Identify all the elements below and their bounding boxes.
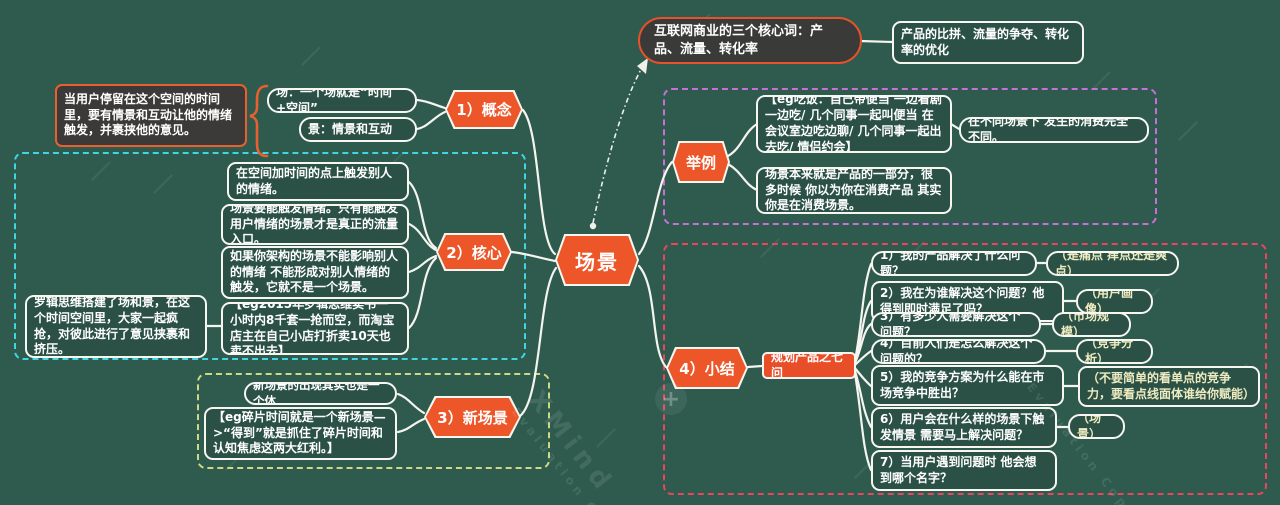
core-note[interactable]: 罗辑思维搭建了场和景，在这个时间空间里，大家一起疯抢，对彼此进行了意见挟裹和挤压…: [25, 295, 207, 358]
concept-brace: [249, 84, 269, 158]
relationship-arrow[interactable]: [589, 58, 648, 230]
concept-item-chang-label: 场：一个场就是“时间+空间”: [276, 88, 392, 113]
core-note-label: 罗辑思维搭建了场和景，在这个时间空间里，大家一起疯抢，对彼此进行了意见挟裹和挤压…: [34, 295, 191, 357]
summary-a3[interactable]: （市场规模）: [1052, 312, 1131, 337]
branch-newscene-fill: [426, 398, 519, 436]
branch-summary-label: 4）小结: [679, 359, 735, 378]
summary-q5[interactable]: 5）我的竞争方案为什么能在市场竞争中胜出？: [871, 365, 1064, 406]
summary-q7-label: 7）当用户遇到问题时 他会想到哪个名字？: [880, 454, 1037, 485]
summary-a2[interactable]: （用户画像）: [1076, 289, 1153, 314]
central-topic-label: 场景: [575, 249, 619, 274]
summary-q4-label: 4）目前人们是怎么解决这个问题的？: [880, 339, 1033, 364]
central-topic[interactable]: 场景: [555, 234, 639, 286]
branch-newscene[interactable]: 3）新场景: [424, 396, 521, 438]
boundary-summary[interactable]: [663, 243, 1267, 495]
summary-subtopic[interactable]: 规划产品之七问: [762, 352, 856, 379]
newscene-item-2-label: 【eg碎片时间就是一个新场景—>“得到”就是抓住了碎片时间和认知焦虑这两大红利。…: [213, 409, 386, 456]
branch-concept-fill: [447, 92, 521, 127]
summary-q1[interactable]: 1）我的产品解决了什么问题？: [871, 251, 1037, 276]
core-item-2[interactable]: 场景要能触发情绪。只有能触发用户情绪的场景才是真正的流量入口。: [221, 204, 409, 245]
branch-core[interactable]: 2）核心: [436, 233, 512, 271]
core-item-2-label: 场景要能触发情绪。只有能触发用户情绪的场景才是真正的流量入口。: [230, 204, 399, 245]
summary-q7[interactable]: 7）当用户遇到问题时 他会想到哪个名字？: [871, 450, 1057, 491]
example-item-1-label: 【eg吃饭：自己带便当 一边看剧一边吃/ 几个同事一起叫便当 在会议室边吃边聊/…: [765, 95, 942, 153]
summary-a6-label: （场景）: [1077, 414, 1102, 439]
summary-a3-label: （市场规模）: [1061, 312, 1110, 337]
core-item-3[interactable]: 如果你架构的场景不能影响别人的情绪 不能形成对别人情绪的触发，它就不是一个场景。: [221, 246, 409, 299]
concept-note[interactable]: 当用户停留在这个空间的时间里，要有情景和互动让他的情绪触发，并裹挟他的意见。: [55, 84, 247, 147]
boundary-core[interactable]: [14, 152, 526, 360]
floating-topic-keywords[interactable]: 互联网商业的三个核心词：产品、流量、转化率: [638, 17, 862, 64]
example-detail-label: 在不同场景下 发生的消费完全不同。: [968, 117, 1129, 143]
branch-concept-label: 1）概念: [456, 101, 512, 119]
core-item-1[interactable]: 在空间加时间的点上触发别人的情绪。: [227, 162, 409, 201]
newscene-item-2[interactable]: 【eg碎片时间就是一个新场景—>“得到”就是抓住了碎片时间和认知焦虑这两大红利。…: [204, 407, 397, 460]
concept-note-label: 当用户停留在这个空间的时间里，要有情景和互动让他的情绪触发，并裹挟他的意见。: [64, 91, 233, 138]
branch-example-fill: [674, 143, 728, 181]
summary-a4[interactable]: （竞争分析）: [1076, 339, 1153, 364]
example-item-2[interactable]: 场景本来就是产品的一部分，很多时候 你以为你在消费产品 其实你是在消费场景。: [756, 167, 952, 214]
summary-a4-label: （竞争分析）: [1085, 339, 1134, 364]
newscene-item-1[interactable]: 新场景的出现其实也是一个体: [244, 382, 397, 405]
branch-core-label: 2）核心: [446, 243, 502, 262]
core-item-1-label: 在空间加时间的点上触发别人的情绪。: [236, 165, 393, 196]
branch-summary[interactable]: 4）小结: [666, 347, 748, 389]
summary-q3[interactable]: 3）有多少人需要解决这个问题？: [871, 312, 1041, 337]
summary-q6-label: 6）用户会在什么样的场景下触发情景 需要马上解决问题？: [880, 411, 1045, 442]
summary-a1[interactable]: （是痛点 痒点还是爽点）: [1046, 251, 1179, 276]
newscene-item-1-label: 新场景的出现其实也是一个体: [253, 382, 380, 405]
summary-a5-label: （不要简单的看单点的竞争力，要看点线面体谁给你赋能）: [1087, 370, 1256, 401]
branch-core-fill: [438, 235, 510, 269]
branch-example[interactable]: 举例: [672, 141, 730, 183]
central-topic-fill: [557, 236, 637, 284]
concept-item-chang[interactable]: 场：一个场就是“时间+空间”: [267, 88, 417, 113]
boundary-newscene[interactable]: [197, 373, 550, 469]
example-item-1[interactable]: 【eg吃饭：自己带便当 一边看剧一边吃/ 几个同事一起叫便当 在会议室边吃边聊/…: [756, 95, 952, 153]
concept-item-jing[interactable]: 景：情景和互动: [299, 117, 417, 142]
topic-keywords-detail-label: 产品的比拼、流量的争夺、转化率的优化: [901, 26, 1070, 57]
core-item-3-label: 如果你架构的场景不能影响别人的情绪 不能形成对别人情绪的触发，它就不是一个场景。: [230, 248, 399, 295]
core-item-4[interactable]: 【eg2015年罗辑思维卖书一小时内8千套一抢而空，而淘宝店主在自己小店打折卖1…: [221, 302, 409, 355]
core-item-4-label: 【eg2015年罗辑思维卖书一小时内8千套一抢而空，而淘宝店主在自己小店打折卖1…: [230, 302, 395, 355]
summary-q1-label: 1）我的产品解决了什么问题？: [880, 251, 1021, 276]
topic-keywords-detail[interactable]: 产品的比拼、流量的争夺、转化率的优化: [892, 21, 1084, 64]
summary-subtopic-label: 规划产品之七问: [771, 352, 844, 379]
summary-a1-label: （是痛点 痒点还是爽点）: [1055, 251, 1168, 276]
floating-topic-keywords-label: 互联网商业的三个核心词：产品、流量、转化率: [654, 24, 824, 57]
summary-a5[interactable]: （不要简单的看单点的竞争力，要看点线面体谁给你赋能）: [1078, 366, 1260, 407]
summary-a6[interactable]: （场景）: [1068, 414, 1125, 439]
summary-q6[interactable]: 6）用户会在什么样的场景下触发情景 需要马上解决问题？: [871, 407, 1057, 448]
branch-newscene-label: 3）新场景: [437, 408, 508, 427]
example-item-2-label: 场景本来就是产品的一部分，很多时候 你以为你在消费产品 其实你是在消费场景。: [765, 167, 942, 213]
example-detail[interactable]: 在不同场景下 发生的消费完全不同。: [959, 117, 1149, 143]
boundary-example[interactable]: [663, 88, 1157, 225]
branch-concept[interactable]: 1）概念: [445, 90, 523, 129]
summary-q4[interactable]: 4）目前人们是怎么解决这个问题的？: [871, 339, 1046, 364]
summary-q3-label: 3）有多少人需要解决这个问题？: [880, 312, 1021, 337]
branch-example-label: 举例: [685, 153, 716, 172]
summary-q5-label: 5）我的竞争方案为什么能在市场竞争中胜出？: [880, 369, 1045, 400]
summary-a2-label: （用户画像）: [1085, 289, 1134, 314]
branch-summary-fill: [668, 349, 746, 387]
concept-item-jing-label: 景：情景和互动: [308, 121, 393, 136]
